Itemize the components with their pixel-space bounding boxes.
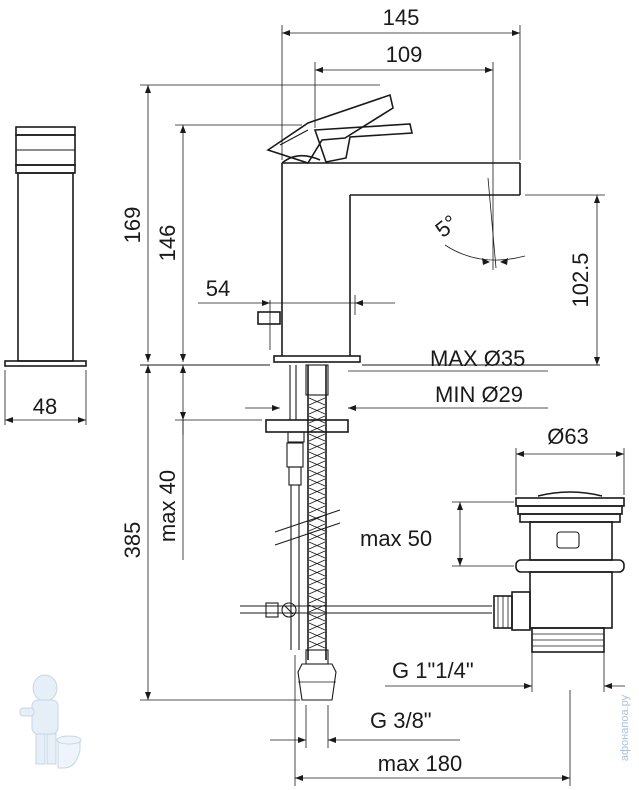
braid-stroke: [308, 415, 326, 424]
dim-line-169: [140, 84, 380, 362]
dim-total-height: 169: [120, 207, 145, 244]
dim-pop-up-rod: 54: [206, 276, 230, 301]
break-line-1: [274, 509, 341, 533]
dim-hose-thread: G 3/8": [370, 708, 432, 733]
break-line-2: [274, 522, 341, 546]
flexible-hose: [297, 364, 337, 701]
braid-stroke: [308, 451, 326, 460]
faucet-body: [257, 93, 521, 363]
waste-link-rod: [240, 605, 492, 614]
braid-stroke: [308, 586, 326, 595]
braid-stroke: [308, 577, 326, 586]
braid-stroke: [308, 442, 326, 451]
dim-spout-reach: 109: [386, 42, 423, 67]
braid-stroke: [308, 406, 326, 415]
dim-deck-thickness: max 40: [155, 470, 180, 542]
braid-stroke: [308, 487, 326, 496]
dim-waste-diameter: Ø63: [547, 424, 589, 449]
pop-up-waste: [493, 491, 625, 653]
dim-line-54: [198, 295, 395, 350]
braid-stroke: [308, 541, 326, 550]
braid-stroke: [308, 595, 326, 604]
dim-line-145: [281, 25, 521, 160]
braid-stroke: [308, 550, 326, 559]
braid-stroke: [308, 505, 326, 514]
dim-line-109: [314, 62, 494, 270]
braid-stroke: [308, 496, 326, 505]
dim-line-max50: [452, 501, 514, 567]
braid-stroke: [308, 397, 326, 406]
dim-line-102-5: [525, 194, 605, 365]
dim-line-385: [140, 365, 300, 701]
pull-rod: [286, 365, 304, 650]
dim-hose-length: 385: [120, 522, 145, 559]
dim-spout-angle: 5°: [430, 210, 462, 243]
dim-waste-height: max 50: [360, 526, 432, 551]
mounting-nut: [265, 419, 349, 443]
dim-line-max180: [294, 655, 571, 786]
dim-line-g114: [385, 652, 625, 692]
braid-stroke: [308, 532, 326, 541]
dim-waste-thread: G 1"1/4": [392, 658, 474, 683]
plumber-mascot-icon: [19, 674, 82, 769]
dim-line-63: [515, 448, 625, 495]
dim-overall-width: 145: [383, 5, 420, 30]
braid-stroke: [308, 613, 326, 622]
dim-line-hole: [245, 370, 548, 411]
hose-braid-pattern: [308, 397, 326, 649]
dim-lever-height: 146: [155, 225, 180, 262]
dim-base-depth: 48: [33, 394, 57, 419]
braid-stroke: [308, 559, 326, 568]
dim-spout-height: 102.5: [568, 252, 593, 307]
dim-line-146: [175, 124, 302, 362]
braid-stroke: [308, 523, 326, 532]
dim-line-g38: [270, 705, 460, 748]
dim-hole-min: MIN Ø29: [435, 382, 523, 407]
braid-stroke: [308, 469, 326, 478]
braid-stroke: [308, 424, 326, 433]
dim-angle-5deg: [444, 177, 526, 269]
braid-stroke: [308, 622, 326, 631]
braid-stroke: [308, 433, 326, 442]
braid-stroke: [308, 460, 326, 469]
braid-stroke: [308, 640, 326, 649]
watermark-text: aфoнапоа.ру: [619, 694, 631, 761]
braid-stroke: [308, 478, 326, 487]
dim-rod-reach: max 180: [378, 751, 462, 776]
dim-line-max40: [175, 365, 262, 560]
braid-stroke: [308, 568, 326, 577]
dim-hole-max: MAX Ø35: [430, 346, 525, 371]
side-view: [4, 126, 87, 425]
braid-stroke: [308, 631, 326, 640]
